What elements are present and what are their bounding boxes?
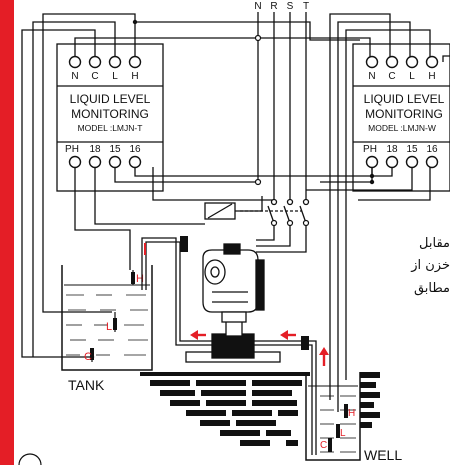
tank-label: TANK [68,377,105,393]
well [305,372,361,461]
supply-label-n: N [254,1,261,12]
relay-tank-box [56,43,164,192]
tank [61,265,153,371]
supply-label-s: S [287,1,294,12]
supply-label-t: T [303,1,309,12]
well-terminal-h: H [428,71,435,82]
well-probe-h: H [348,408,355,419]
ground [140,372,380,446]
logo-icon [18,453,42,465]
well-terminal-l: L [409,71,415,82]
relay-well-box [352,43,450,192]
tank-terminal-c: C [91,71,98,82]
tank-terminal-ph: PH [65,144,79,155]
persian-line-2: خزن از [411,258,450,273]
tank-terminal-h: H [131,71,138,82]
accent-bar [0,0,14,465]
persian-line-3: مطابق [413,281,450,296]
tank-title-1: LIQUID LEVEL [70,92,151,106]
persian-line-1: مقابل [419,236,450,251]
tank-probe-l: L [106,321,112,333]
well-terminal-15: 15 [406,144,418,155]
well-probe-l: L [340,428,346,439]
tank-terminal-15: 15 [109,144,121,155]
well-model: MODEL :LMJN-W [368,123,436,133]
well-title-2: MONITORING [365,107,443,121]
tank-terminal-18: 18 [89,144,101,155]
tank-probe-h: H [136,273,144,285]
tank-probe-c: C [84,351,92,363]
supply-label-r: R [270,1,277,12]
well-probe-c: C [320,440,327,451]
well-title-1: LIQUID LEVEL [364,92,445,106]
tank-model: MODEL :LMJN-T [78,123,143,133]
well-terminal-16: 16 [426,144,438,155]
flow-arrows [190,330,329,366]
pump [185,243,281,363]
tank-title-2: MONITORING [71,107,149,121]
well-terminal-18: 18 [386,144,398,155]
well-terminal-c: C [388,71,395,82]
tank-terminal-l: L [112,71,118,82]
well-terminal-ph: PH [363,144,377,155]
well-label: WELL [364,447,402,463]
tank-terminal-n: N [71,71,78,82]
tank-terminal-16: 16 [129,144,141,155]
well-terminal-n: N [368,71,375,82]
